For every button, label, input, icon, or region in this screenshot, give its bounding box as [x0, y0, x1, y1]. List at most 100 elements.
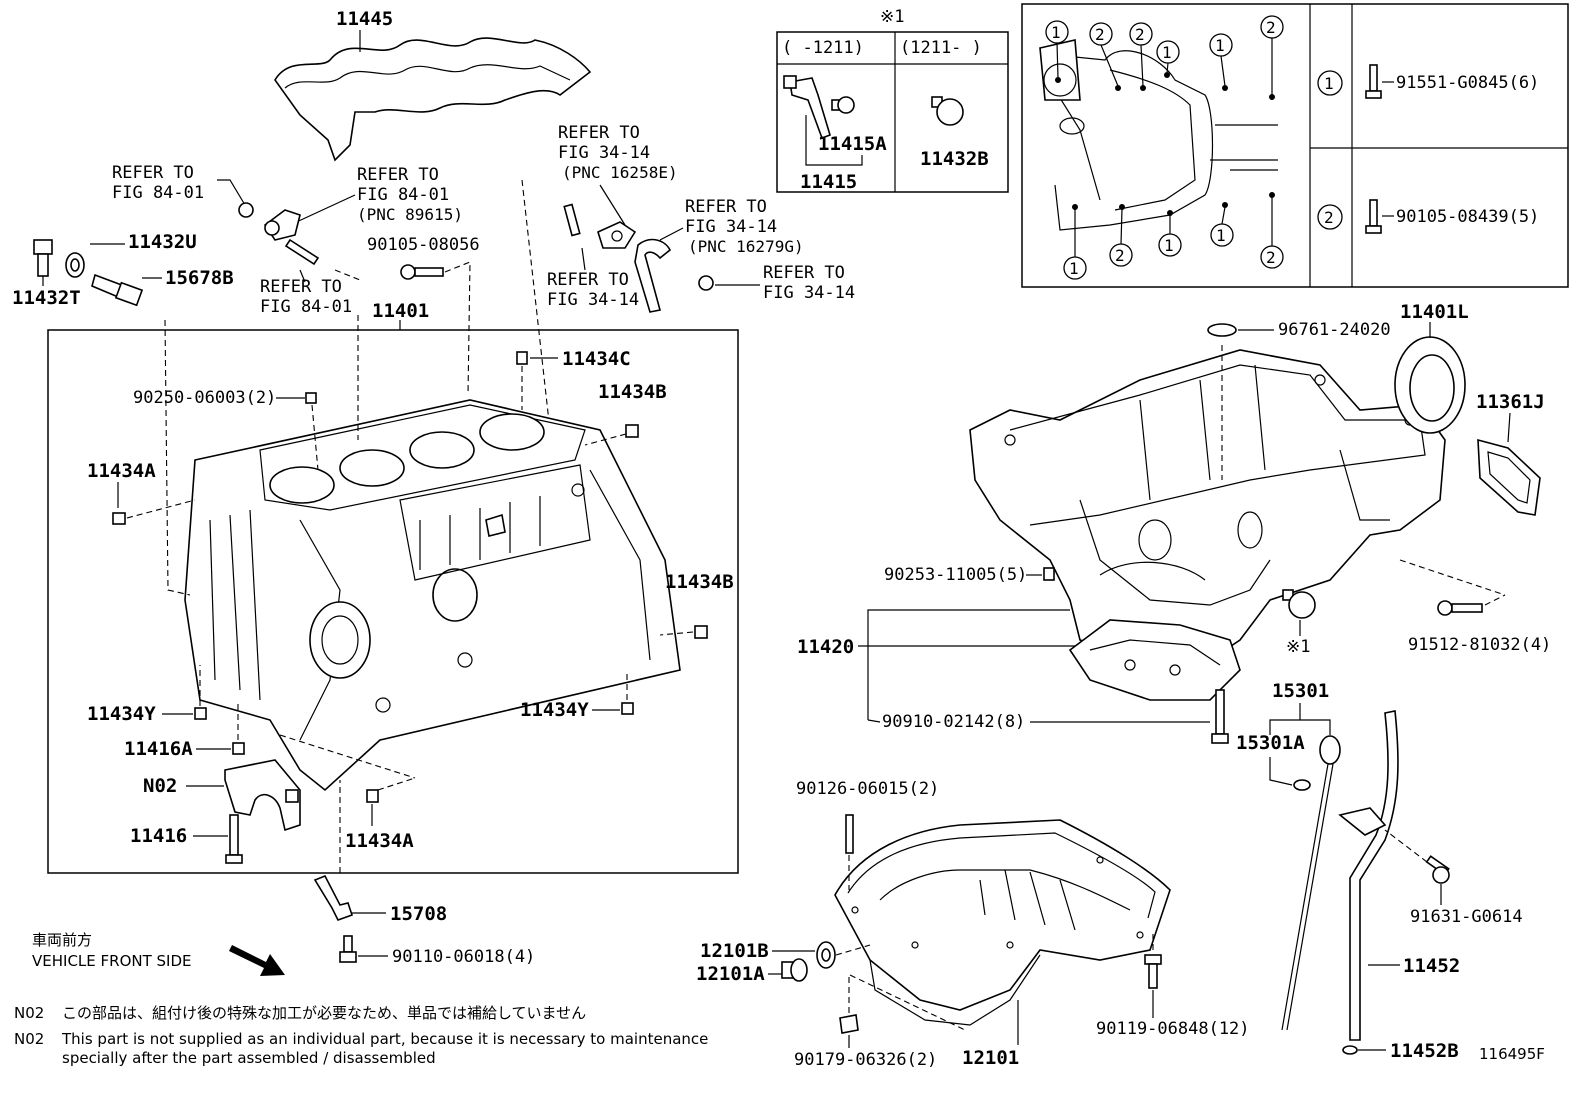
refer-fig-34-14-pnc-16279g: REFER TO FIG 34-14 (PNC 16279G): [685, 197, 804, 256]
bolt-91631-G0614: [1425, 855, 1450, 884]
label-N02: N02: [143, 775, 177, 797]
svg-text:(PNC 89615): (PNC 89615): [357, 205, 463, 224]
label-11434Y-right: 11434Y: [520, 699, 589, 721]
oil-pan-12101: [834, 819, 1171, 1026]
svg-text:FIG 84-01: FIG 84-01: [112, 183, 204, 203]
oring-96761-24020: [1207, 323, 1237, 337]
label-90119-06848: 90119-06848(12): [1096, 1019, 1250, 1039]
label-11434B-side: 11434B: [665, 571, 734, 593]
label-11452B: 11452B: [1390, 1040, 1459, 1062]
dowel-11434Y-right: [621, 702, 634, 715]
legend-part-1: 91551-G0845(6): [1396, 73, 1539, 93]
svg-text:(PNC 16258E): (PNC 16258E): [562, 163, 678, 182]
refer-fig-34-14-a: REFER TO FIG 34-14: [547, 270, 639, 310]
svg-text:REFER TO: REFER TO: [357, 165, 439, 185]
label-11434B-top: 11434B: [598, 381, 667, 403]
bolt-90119-06848: [1144, 954, 1162, 989]
svg-text:FIG 34-14: FIG 34-14: [763, 283, 855, 303]
label-12101B: 12101B: [700, 940, 769, 962]
svg-text:2: 2: [1135, 25, 1145, 44]
water-pipe-parts: [563, 203, 714, 313]
refer-fig-84-01-b: REFER TO FIG 84-01: [260, 277, 352, 317]
bolt-11416: [225, 814, 243, 864]
svg-text:FIG 84-01: FIG 84-01: [260, 297, 352, 317]
plug-90250-06003: [305, 392, 317, 404]
stud-bolt-sensor: [284, 238, 320, 266]
legend-part-2: 90105-08439(5): [1396, 207, 1539, 227]
svg-text:REFER TO: REFER TO: [112, 163, 194, 183]
bolt-90105-08056: [400, 264, 444, 280]
svg-text:1: 1: [1051, 23, 1061, 42]
dipstick-guide-11452: [1338, 710, 1399, 1041]
note-2-code: N02: [14, 1030, 44, 1048]
label-11401L: 11401L: [1400, 301, 1469, 323]
svg-text:1: 1: [1069, 259, 1079, 278]
oil-seal-11401L: [1394, 336, 1466, 434]
gasket-12101B: [816, 941, 836, 969]
label-12101: 12101: [962, 1047, 1019, 1069]
svg-text:2: 2: [1095, 25, 1105, 44]
refer-fig-84-01-a: REFER TO FIG 84-01: [112, 163, 204, 203]
nut-90179-06326: [839, 1014, 859, 1034]
front-direction-arrow-icon: [229, 945, 285, 976]
label-11416A: 11416A: [124, 738, 193, 760]
label-11432U: 11432U: [128, 231, 197, 253]
oring-15301A: [1293, 779, 1311, 791]
bolt-icon-90105: [1365, 199, 1382, 234]
label-90250-06003: 90250-06003(2): [133, 388, 276, 408]
plug-11432B: [931, 96, 964, 126]
bolt-layout-legend: 1 2 2 1 1 2 1 2 1 1 2 1 91551-G0845(6) 2: [1021, 3, 1569, 288]
label-11434Y-left: 11434Y: [87, 703, 156, 725]
label-11434A-left: 11434A: [87, 460, 156, 482]
label-90253-11005: 90253-11005(5): [884, 565, 1027, 585]
dowel-11434A-bottom: [366, 789, 379, 803]
svg-text:REFER TO: REFER TO: [260, 277, 342, 297]
label-11432B: 11432B: [920, 148, 989, 170]
crankcase-11420: [969, 349, 1446, 701]
plug-90253-11005: [1043, 567, 1055, 581]
stud-90126-06015: [845, 814, 854, 854]
plug-note-1: [1282, 589, 1316, 619]
note-2-text-line1: This part is not supplied as an individu…: [61, 1030, 708, 1048]
label-12101A: 12101A: [696, 963, 765, 985]
svg-text:1: 1: [1215, 36, 1225, 55]
cylinder-block-assembly-frame: [47, 329, 739, 874]
bolt-icon-91551: [1365, 64, 1382, 99]
variant-col-1: ( -1211): [782, 38, 864, 58]
legend-num-1: 1: [1324, 74, 1334, 93]
svg-text:2: 2: [1266, 18, 1276, 37]
label-90126-06015: 90126-06015(2): [796, 779, 939, 799]
refer-fig-84-01-pnc-89615: REFER TO FIG 84-01 (PNC 89615): [357, 165, 463, 224]
label-90110-06018: 90110-06018(4): [392, 947, 535, 967]
note-2-text-line2: specially after the part assembled / dis…: [62, 1049, 436, 1067]
svg-text:2: 2: [1115, 246, 1125, 265]
label-15301A: 15301A: [1236, 732, 1305, 754]
svg-text:FIG 34-14: FIG 34-14: [558, 143, 650, 163]
label-15678B: 15678B: [165, 267, 234, 289]
label-11401: 11401: [372, 300, 429, 322]
bolt-90910-02142: [1211, 689, 1229, 744]
front-side-en: VEHICLE FRONT SIDE: [32, 952, 192, 970]
union-11415: [783, 75, 831, 140]
dowel-11416A: [232, 742, 245, 755]
drain-plug-11432T: [33, 239, 53, 277]
svg-text:1: 1: [1164, 236, 1174, 255]
note-1-code: N02: [14, 1004, 44, 1022]
label-91631-G0614: 91631-G0614: [1410, 907, 1523, 927]
svg-text:FIG 34-14: FIG 34-14: [547, 290, 639, 310]
label-96761-24020: 96761-24020: [1278, 320, 1391, 340]
label-11415A: 11415A: [818, 133, 887, 155]
svg-text:REFER TO: REFER TO: [558, 123, 640, 143]
bearing-cap-N02: [224, 759, 301, 832]
sensor-bolt-small: [238, 202, 254, 218]
oring-11452B: [1342, 1045, 1358, 1055]
bolt-91512-81032: [1437, 600, 1483, 616]
svg-text:2: 2: [1266, 248, 1276, 267]
note-mark-crankcase: ※1: [1286, 637, 1310, 657]
label-11415: 11415: [800, 171, 857, 193]
svg-text:1: 1: [1216, 226, 1226, 245]
gasket-11432U: [65, 252, 85, 278]
svg-text:FIG 34-14: FIG 34-14: [685, 217, 777, 237]
label-11361J: 11361J: [1476, 391, 1545, 413]
